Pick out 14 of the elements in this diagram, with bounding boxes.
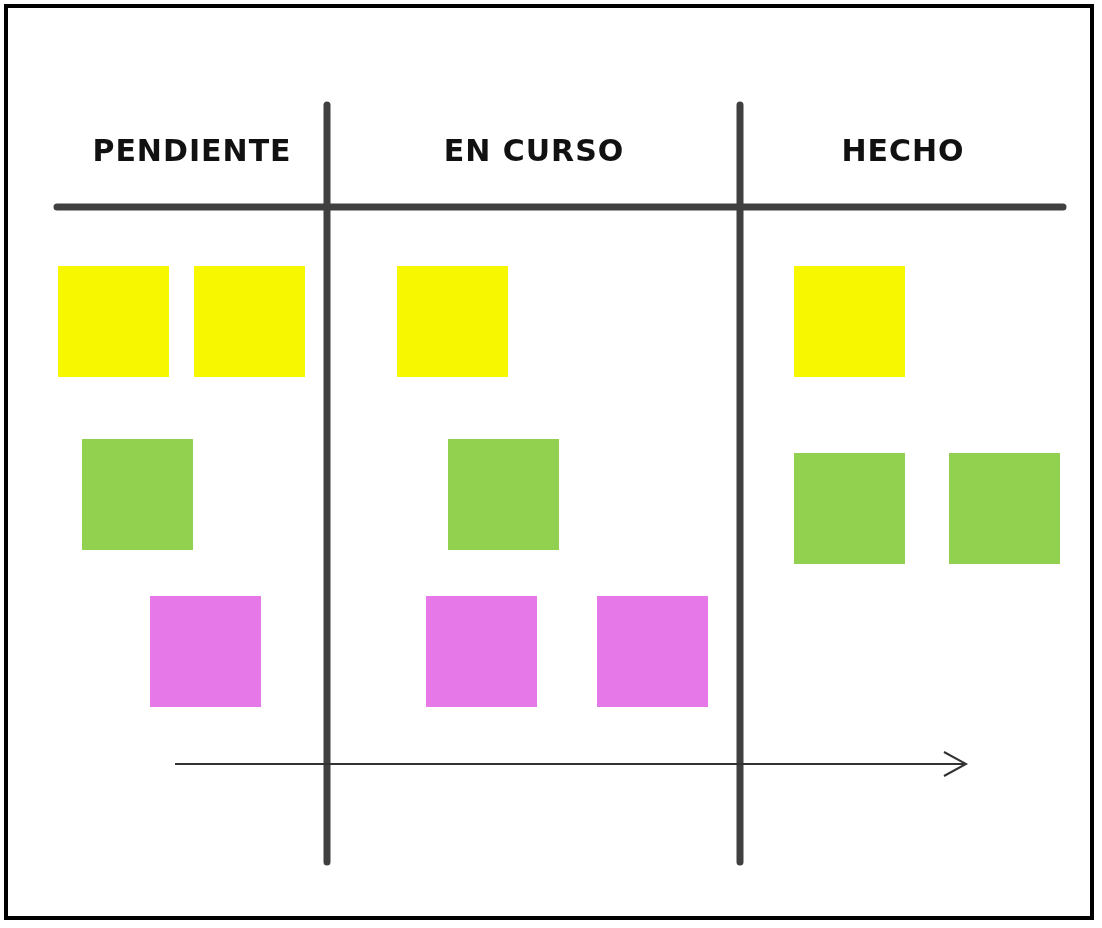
- sticky-note: [597, 596, 708, 707]
- sticky-note: [150, 596, 261, 707]
- sticky-note: [794, 453, 905, 564]
- sticky-note: [194, 266, 305, 377]
- sticky-note: [949, 453, 1060, 564]
- column-heading: PENDIENTE: [91, 133, 293, 168]
- sticky-note: [397, 266, 508, 377]
- column-heading: EN CURSO: [442, 133, 626, 168]
- sticky-note: [58, 266, 169, 377]
- sticky-note: [448, 439, 559, 550]
- sticky-note: [82, 439, 193, 550]
- sticky-note: [426, 596, 537, 707]
- column-heading: HECHO: [840, 133, 966, 168]
- sticky-note: [794, 266, 905, 377]
